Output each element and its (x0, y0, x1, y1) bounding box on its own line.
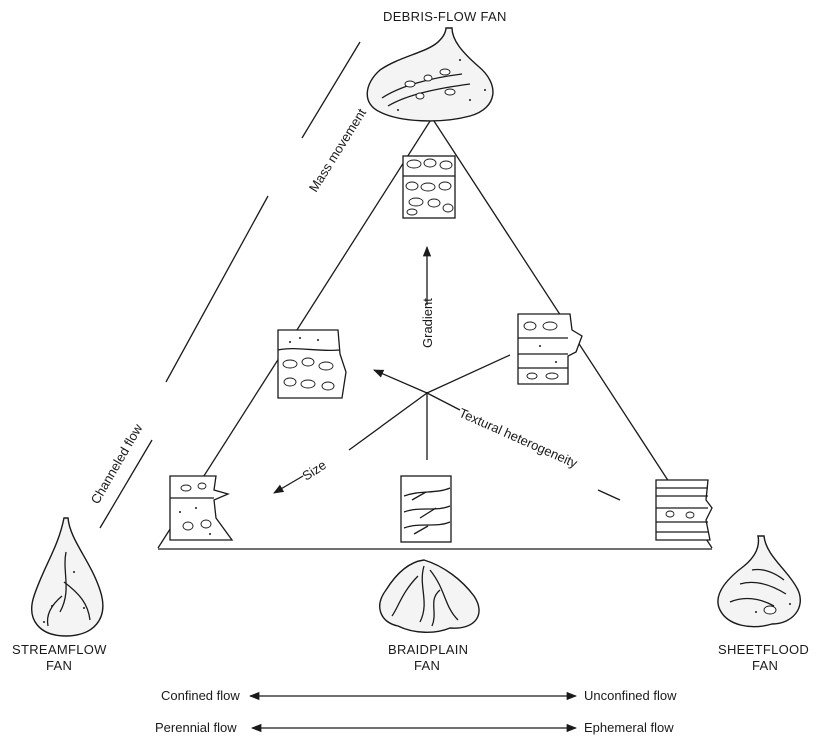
sediment-column-sheetflood (655, 479, 713, 541)
braidplain-fan-sketch (379, 559, 480, 633)
size-axis-upper (348, 392, 428, 451)
streamflow-fan-sketch (31, 517, 104, 637)
mass-movement-line-lower (165, 195, 269, 383)
sheetflood-fan-label-1: SHEETFLOOD (718, 642, 809, 657)
central-axes (273, 245, 621, 501)
unconfined-flow-label: Unconfined flow (584, 688, 677, 703)
size-label: Size (299, 457, 328, 483)
sheetflood-fan-sketch (717, 535, 801, 628)
outer-side-line (99, 41, 361, 529)
textural-axis-end (597, 489, 621, 501)
mass-movement-line-upper (301, 41, 361, 139)
ephemeral-flow-label: Ephemeral flow (584, 720, 674, 735)
perennial-flow-label: Perennial flow (155, 720, 237, 735)
braidplain-fan-label-2: FAN (414, 658, 440, 673)
bottom-scales: Confined flow Unconfined flow Perennial … (155, 688, 677, 735)
sediment-column-lower-left (169, 475, 234, 541)
braidplain-fan-label-1: BRAIDPLAIN (388, 642, 468, 657)
debris-flow-fan-label: DEBRIS-FLOW FAN (383, 9, 507, 24)
sheetflood-fan-label-2: FAN (752, 658, 778, 673)
textural-heterogeneity-arrow (373, 369, 428, 394)
textural-heterogeneity-label: Textural heterogeneity (457, 405, 580, 471)
axis-upper-right (426, 354, 511, 394)
channeled-flow-line (99, 439, 153, 529)
streamflow-fan-label-2: FAN (46, 658, 72, 673)
textural-axis-mid (426, 392, 461, 411)
mass-movement-label: Mass movement (306, 105, 369, 194)
sediment-column-braidplain (400, 475, 452, 543)
debris-flow-fan-sketch (366, 27, 494, 122)
streamflow-fan-label-1: STREAMFLOW (12, 642, 107, 657)
sediment-column-upper-right (517, 313, 583, 385)
size-arrow (273, 475, 304, 494)
confined-flow-label: Confined flow (161, 688, 240, 703)
channeled-flow-label: Channeled flow (88, 421, 146, 507)
sediment-column-debris-flow (402, 155, 456, 219)
gradient-label: Gradient (420, 298, 435, 348)
sediment-column-upper-left (277, 329, 347, 399)
